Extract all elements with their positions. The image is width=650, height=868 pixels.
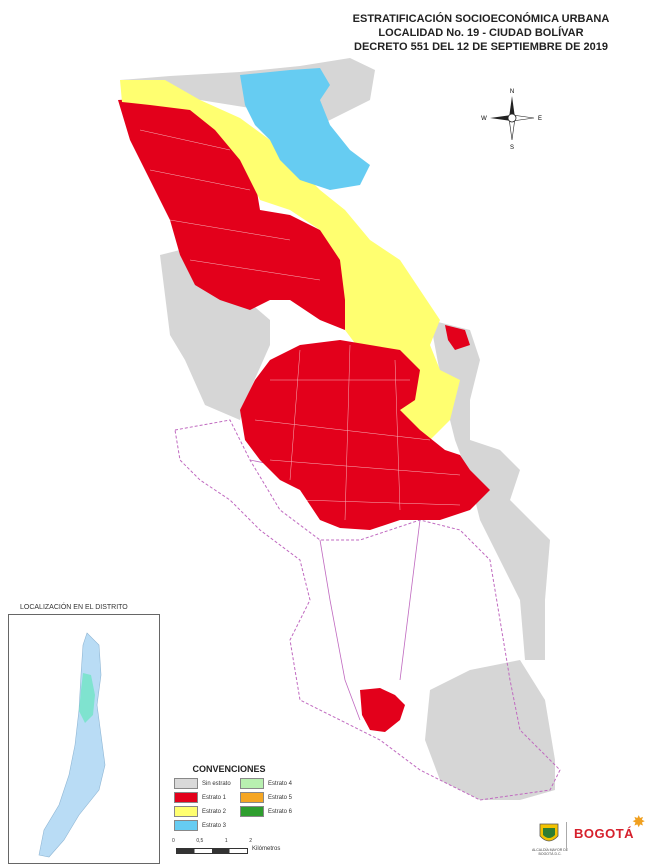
estrato-1-east-patch <box>445 325 470 350</box>
scale-label: Kilómetros <box>252 846 281 852</box>
logo-separator <box>566 822 567 850</box>
scale-tick: 0 <box>172 838 175 844</box>
compass-north: N <box>510 89 514 95</box>
scale-tick: 0,5 <box>196 838 204 844</box>
legend-item-estrato-5: Estrato 5 <box>240 792 300 803</box>
compass-east: E <box>538 116 542 122</box>
compass-west: W <box>481 116 487 122</box>
legend-item-estrato-3: Estrato 3 <box>174 820 234 831</box>
estrato-1-south <box>240 340 490 530</box>
estrato-1-northwest <box>118 98 350 330</box>
title-line-2: LOCALIDAD No. 19 - CIUDAD BOLÍVAR <box>378 27 584 39</box>
legend-swatch <box>240 792 264 803</box>
gray-region-west <box>160 245 270 420</box>
scale-bar <box>176 848 248 854</box>
escudo-caption: ALCALDÍA MAYOR DE BOGOTÁ D.C. <box>531 848 569 856</box>
legend-swatch <box>240 806 264 817</box>
scale-tick: 2 <box>249 838 252 844</box>
legend: CONVENCIONES Sin estrato Estrato 4 Estra… <box>174 764 292 831</box>
title-line-3: DECRETO 551 DEL 12 DE SEPTIEMBRE DE 2019 <box>354 41 608 53</box>
legend-label: Estrato 3 <box>202 822 227 829</box>
map-title: ESTRATIFICACIÓN SOCIOECONÓMICA URBANA LO… <box>316 12 646 54</box>
compass-south: S <box>510 145 514 151</box>
legend-item-sin-estrato: Sin estrato <box>174 778 234 789</box>
legend-item-estrato-6: Estrato 6 <box>240 806 300 817</box>
legend-item-estrato-1: Estrato 1 <box>174 792 234 803</box>
title-line-1: ESTRATIFICACIÓN SOCIOECONÓMICA URBANA <box>352 13 610 25</box>
scale-tick: 1 <box>224 838 228 844</box>
compass-rose: N S E W <box>481 89 542 151</box>
legend-label: Estrato 1 <box>202 794 227 801</box>
street-grid <box>139 129 461 521</box>
scale-ticks: 0 0,5 1 2 <box>172 838 252 844</box>
legend-swatch <box>174 820 198 831</box>
legend-swatch <box>174 778 198 789</box>
legend-item-estrato-2: Estrato 2 <box>174 806 234 817</box>
legend-title: CONVENCIONES <box>192 764 266 774</box>
district-shape <box>38 632 106 858</box>
internal-division-2 <box>399 519 421 681</box>
district-locator-inset <box>8 614 160 864</box>
legend-swatch <box>174 806 198 817</box>
bogota-logo: BOGOTÁ <box>574 826 635 841</box>
internal-division-1 <box>319 539 361 721</box>
legend-swatch <box>174 792 198 803</box>
legend-label: Estrato 5 <box>268 794 293 801</box>
legend-label: Sin estrato <box>202 780 231 787</box>
inset-map <box>38 632 106 858</box>
legend-grid: Sin estrato Estrato 4 Estrato 1 Estrato … <box>174 778 292 831</box>
inset-title: LOCALIZACIÓN EN EL DISTRITO <box>18 604 130 611</box>
locality-boundary <box>174 419 561 801</box>
legend-item-estrato-4: Estrato 4 <box>240 778 300 789</box>
bogota-star-icon: ✸ <box>632 814 646 831</box>
locality-highlight <box>79 673 95 723</box>
legend-label: Estrato 6 <box>268 808 293 815</box>
estrato-1-rural-cluster <box>360 688 405 732</box>
estrato-3-north <box>240 68 370 190</box>
gray-region-southeast <box>425 660 555 800</box>
bogota-coat-of-arms-icon <box>539 823 559 842</box>
legend-swatch <box>240 778 264 789</box>
legend-label: Estrato 4 <box>268 780 293 787</box>
legend-label: Estrato 2 <box>202 808 227 815</box>
